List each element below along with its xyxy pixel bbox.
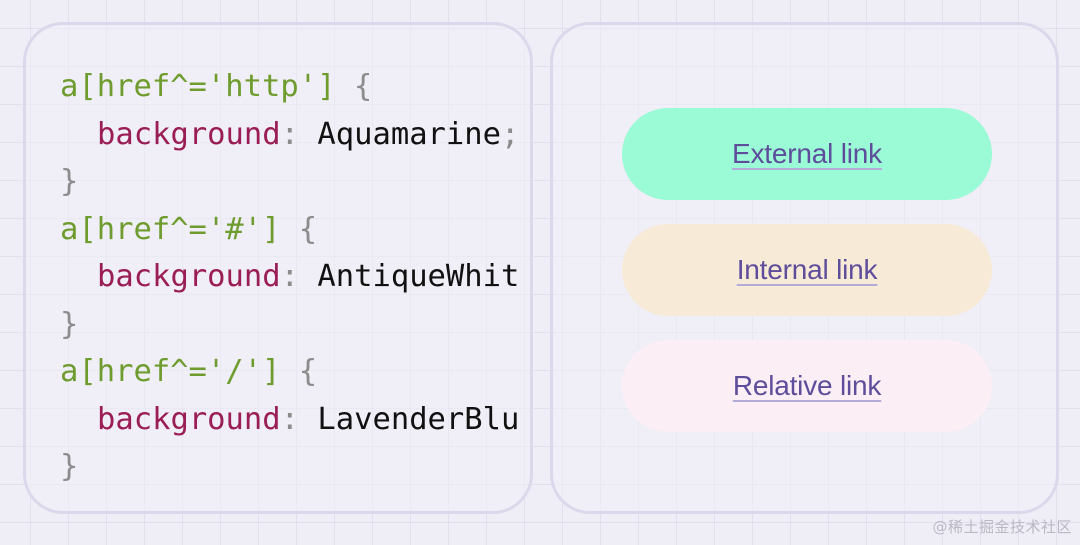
relative-link-label: Relative link: [732, 370, 882, 401]
code-line: }: [60, 301, 519, 349]
code-line: background: Aquamarine;: [60, 111, 519, 159]
css-code-block: a[href^='http'] {background: Aquamarine;…: [60, 63, 519, 491]
code-line: }: [60, 158, 519, 206]
watermark: @稀土掘金技术社区: [932, 518, 1072, 536]
css-brace: }: [60, 306, 79, 342]
code-line: a[href^='/'] {: [60, 348, 519, 396]
css-property: background: [97, 401, 281, 437]
external-link-label: External link: [732, 138, 882, 169]
css-brace: }: [60, 164, 79, 199]
code-line: a[href^='http'] {: [60, 63, 519, 111]
css-brace: {: [335, 69, 373, 104]
css-selector: a[href^='/']: [60, 354, 281, 389]
css-colon: :: [280, 401, 318, 437]
css-brace: {: [280, 211, 318, 247]
code-panel: a[href^='http'] {background: Aquamarine;…: [23, 22, 533, 514]
css-value: Aquamarine: [317, 116, 502, 152]
links-preview-panel: External link Internal link Relative lin…: [550, 22, 1059, 514]
relative-link[interactable]: Relative link: [622, 340, 992, 432]
code-line: background: LavenderBlu: [60, 396, 519, 444]
code-line: }: [60, 443, 519, 491]
css-value: LavenderBlu: [317, 401, 520, 437]
css-brace: {: [280, 354, 318, 389]
css-value: AntiqueWhit: [317, 259, 520, 294]
css-property: background: [97, 116, 281, 152]
internal-link-label: Internal link: [736, 254, 878, 285]
code-line: a[href^='#'] {: [60, 206, 519, 254]
code-line: background: AntiqueWhit: [60, 253, 519, 301]
css-colon: :: [280, 116, 318, 152]
internal-link[interactable]: Internal link: [622, 224, 992, 316]
css-property: background: [97, 259, 281, 294]
css-selector: a[href^='#']: [60, 211, 281, 247]
css-selector: a[href^='http']: [60, 69, 336, 104]
external-link[interactable]: External link: [622, 108, 992, 200]
css-brace: }: [60, 449, 79, 484]
css-colon: :: [280, 259, 318, 294]
css-semicolon: ;: [501, 116, 520, 152]
